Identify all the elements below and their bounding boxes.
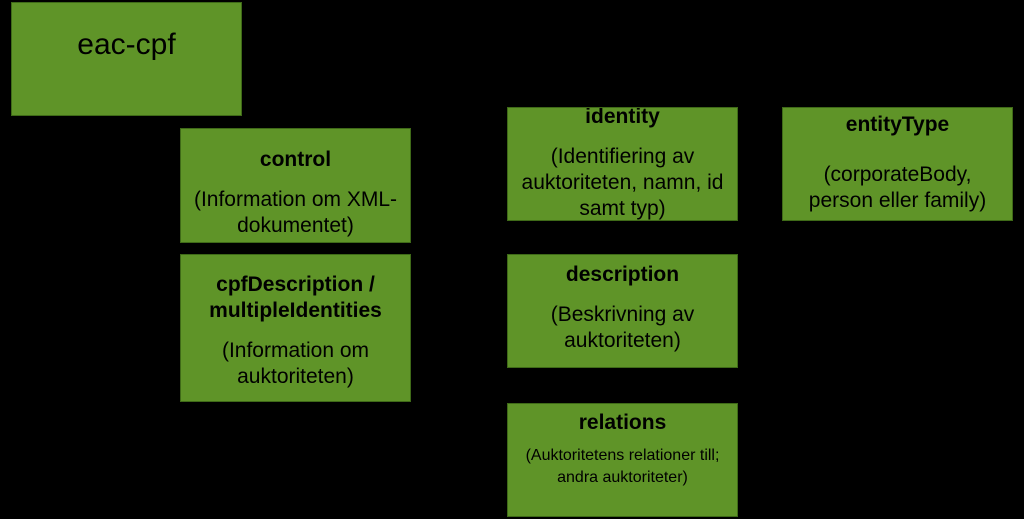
node-relations-description: (Auktoritetens relationer till; andra au… [526,445,720,489]
node-entity-desc-line: (corporateBody, [823,163,972,186]
node-entity-type: entityType (corporateBody, person eller … [782,107,1013,221]
node-cpf-title-line: cpfDescription / [216,273,375,296]
node-identity-desc-line: (Identifiering av [550,145,695,168]
node-control: control (Information om XML- dokumentet) [180,128,411,243]
node-description-desc-line: auktoriteten) [564,329,681,352]
node-identity-title: identity [585,107,660,128]
node-entity-desc-line: person eller family) [808,189,987,212]
node-cpf-desc-line: (Information om [221,339,370,362]
node-relations-desc-line: andra auktoriteter) [557,469,688,486]
node-cpf-title-line: multipleIdentities [209,299,382,322]
node-control-title: control [259,148,332,171]
node-relations-desc-line: (Auktoritetens relationer till; [525,447,720,464]
node-eac-cpf: eac-cpf [11,2,242,116]
node-entity-type-title: entityType [845,113,950,136]
node-cpf-description-text: (Information om auktoriteten) [222,338,369,390]
node-identity-desc-line: samt typ) [579,197,666,220]
node-cpf-desc-line: auktoriteten) [237,365,354,388]
node-cpf-description-title: cpfDescription / multipleIdentities [209,272,382,324]
node-description-title: description [565,263,680,286]
node-relations: relations (Auktoritetens relationer till… [507,403,738,517]
node-entity-type-description: (corporateBody, person eller family) [809,162,986,214]
node-description-desc-line: (Beskrivning av [550,303,695,326]
node-identity: identity (Identifiering av auktoriteten,… [507,107,738,221]
node-relations-title: relations [578,411,667,434]
node-eac-cpf-title: eac-cpf [77,28,176,61]
node-description-text: (Beskrivning av auktoriteten) [551,302,695,354]
node-control-desc-line: (Information om XML- [193,188,398,211]
node-cpf-description: cpfDescription / multipleIdentities (Inf… [180,254,411,402]
node-identity-desc-line: auktoriteten, namn, id [521,171,724,194]
node-control-description: (Information om XML- dokumentet) [194,187,397,239]
node-identity-description: (Identifiering av auktoriteten, namn, id… [521,144,724,220]
node-control-desc-line: dokumentet) [237,214,354,237]
node-description: description (Beskrivning av auktoriteten… [507,254,738,368]
